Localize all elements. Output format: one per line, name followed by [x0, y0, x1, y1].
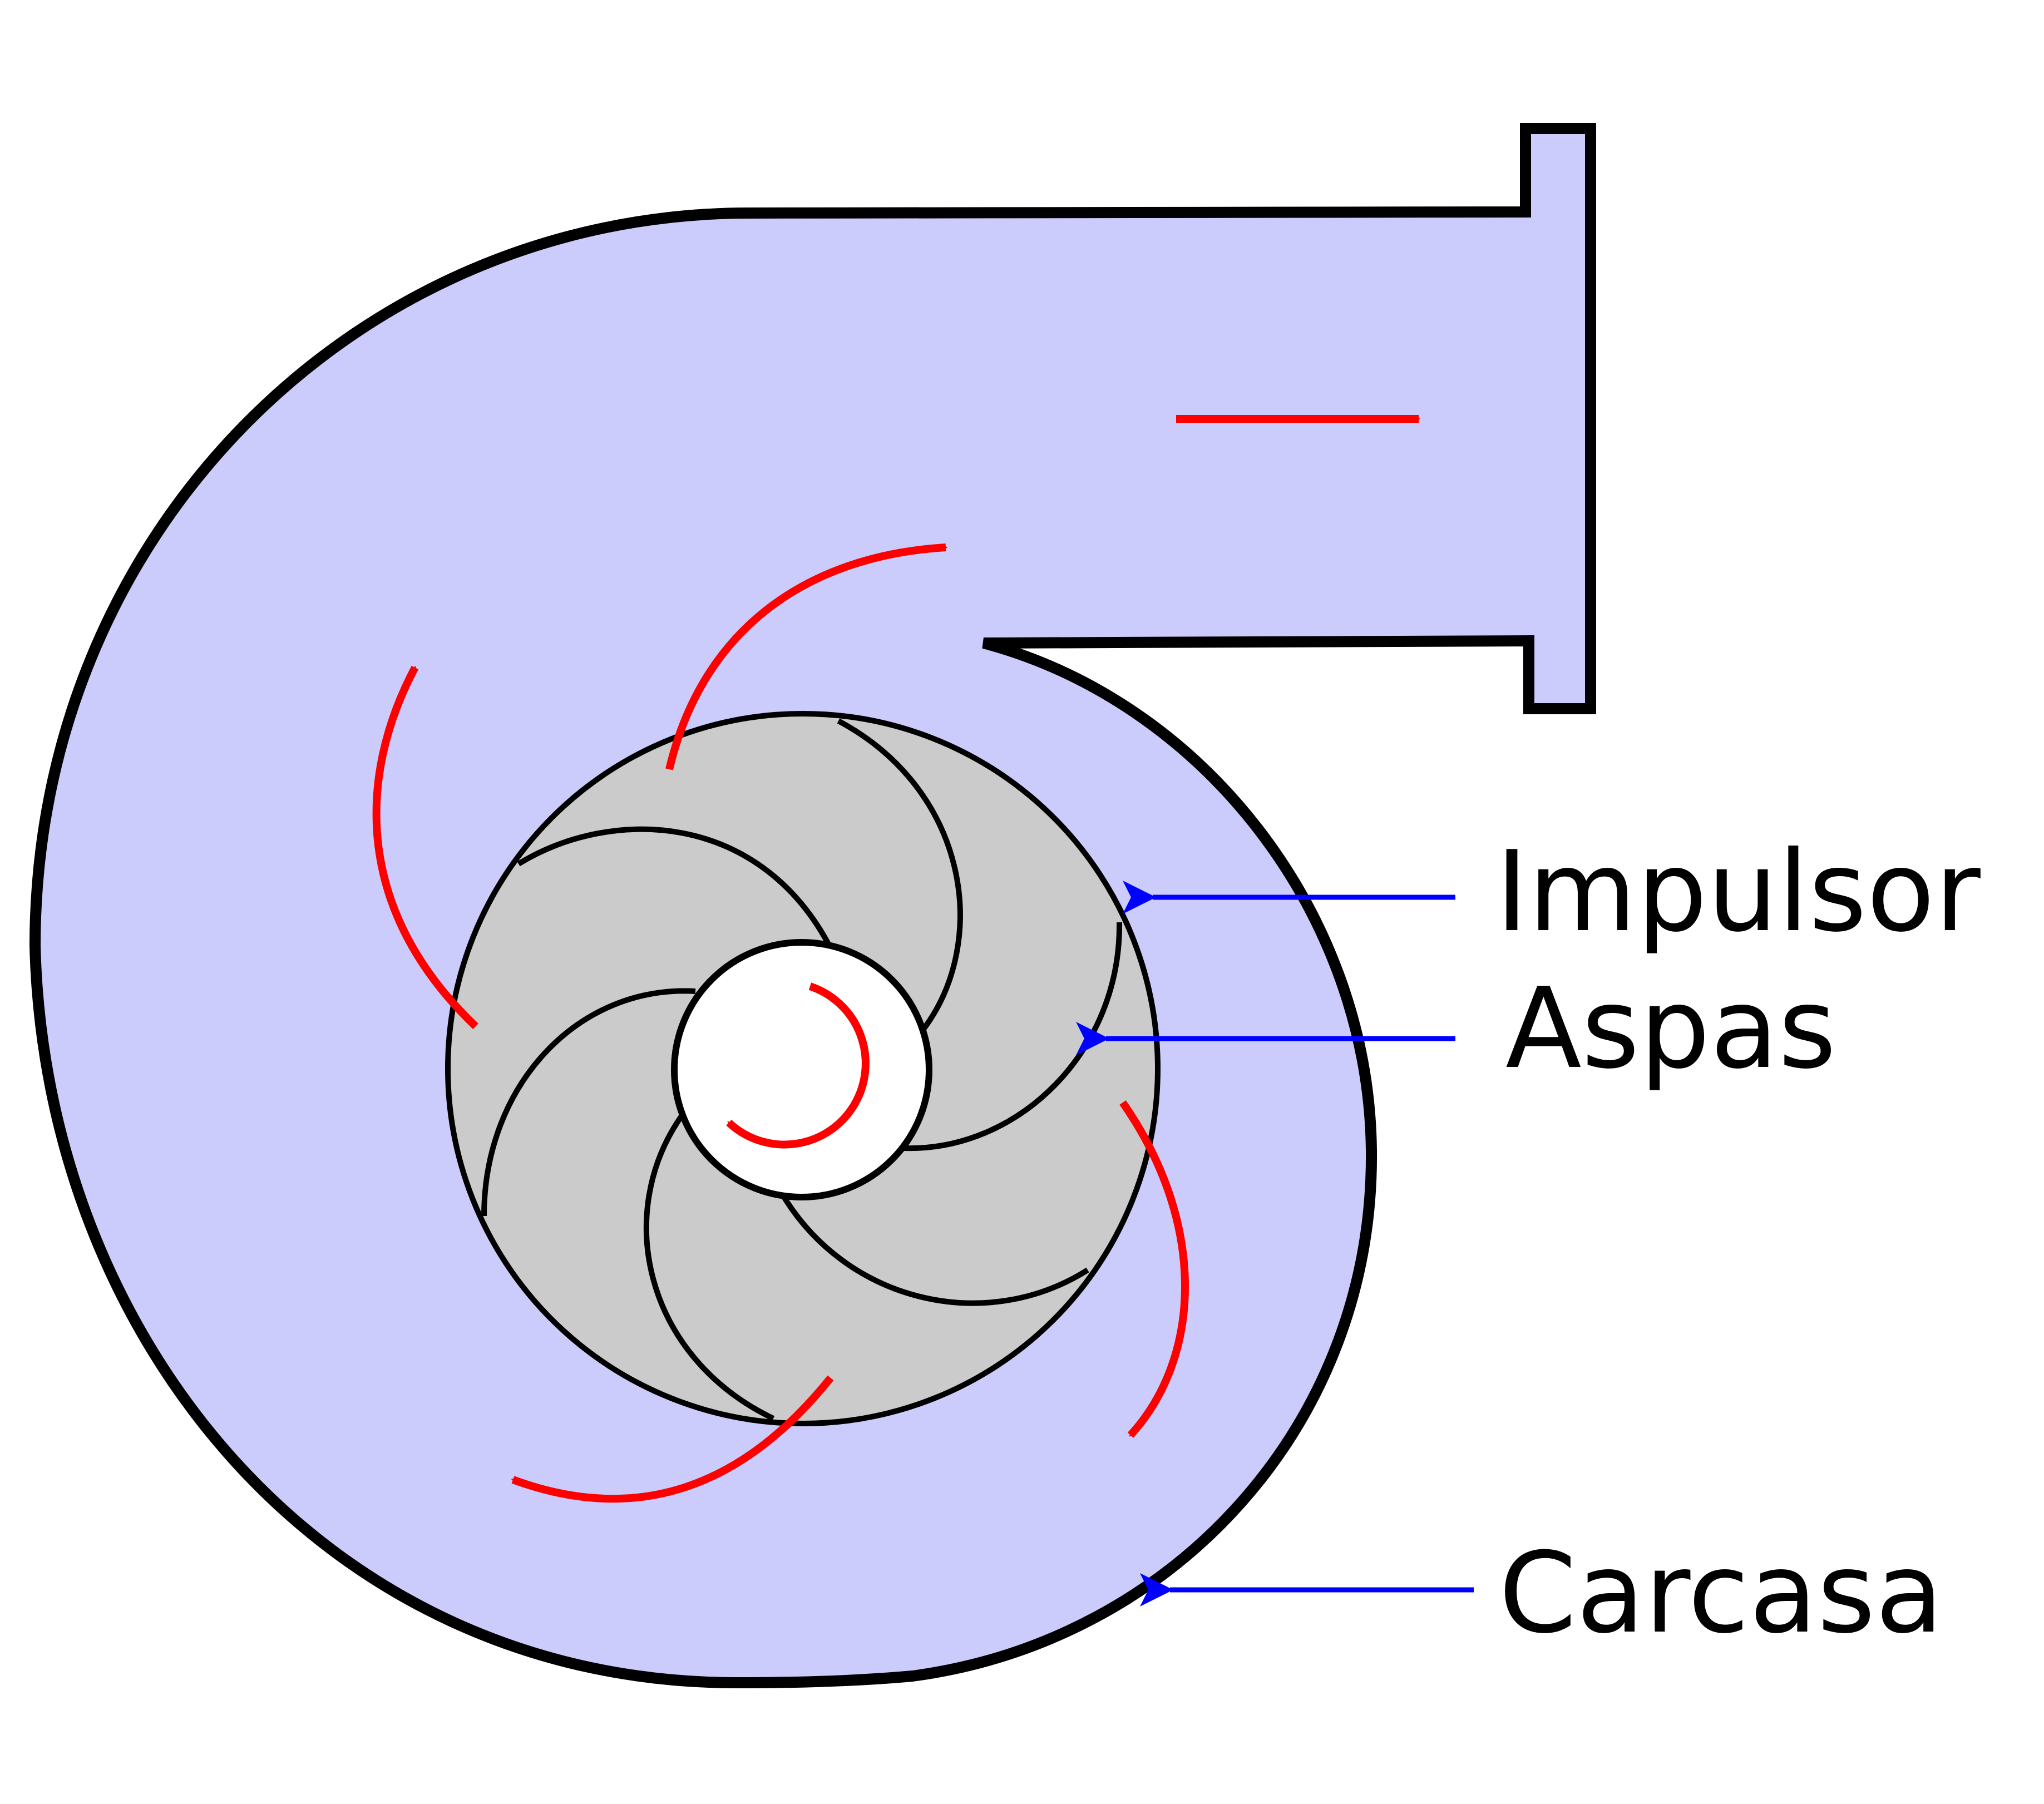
vane: [837, 718, 963, 1031]
vane: [903, 922, 1123, 1151]
red-curved-arrow-left: [372, 665, 478, 1030]
red-curved-arrow-hub: [726, 982, 870, 1149]
vane: [779, 1192, 1089, 1306]
red-curved-arrow-right: [1119, 1100, 1189, 1438]
vane: [643, 1112, 775, 1421]
label-impulsor: Impulsor: [1495, 827, 1981, 957]
red-curved-arrow-bottom: [511, 1375, 834, 1503]
label-aspas: Aspas: [1505, 964, 1836, 1094]
label-carcasa: Carcasa: [1499, 1529, 1943, 1658]
vane: [517, 826, 831, 945]
flow-arrows: [372, 415, 1421, 1503]
impeller-vanes: [481, 718, 1123, 1421]
vane: [481, 988, 696, 1217]
red-curved-arrow-top: [665, 543, 948, 770]
pointer-arrows: [1076, 881, 1474, 1607]
impeller-hub: [671, 939, 932, 1200]
